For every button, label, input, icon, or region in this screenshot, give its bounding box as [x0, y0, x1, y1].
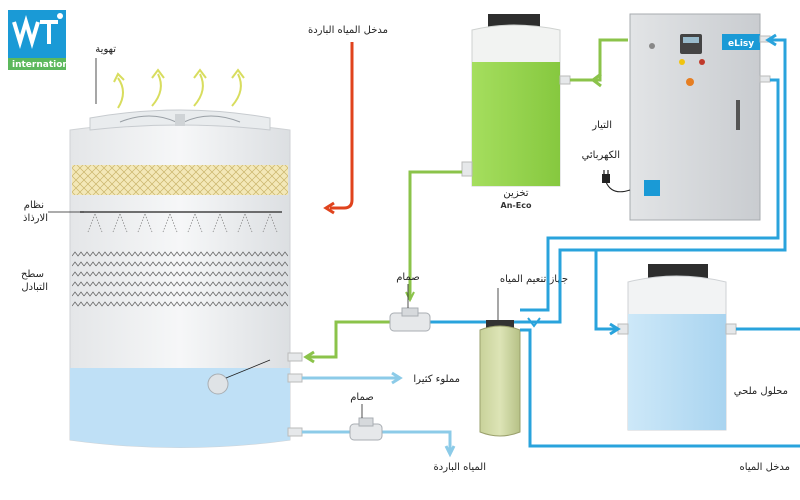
label-brine-solution: محلول ملحي: [734, 386, 788, 397]
brand-name: international: [12, 60, 78, 70]
label-ventilation: تهوية: [95, 44, 116, 55]
cooling-tower: [69, 68, 303, 448]
brine-tank: [617, 264, 737, 431]
label-storage: تخزين: [503, 188, 528, 199]
valve-icon: [349, 417, 383, 441]
blue-pipes: [430, 38, 800, 448]
label-storage-unit: An-Eco: [501, 201, 532, 210]
light-blue-pipes: [302, 376, 452, 452]
controller-brand: eLisy: [728, 39, 754, 49]
label-power-1: التيار: [591, 120, 612, 131]
label-valve-bottom: صمام: [350, 392, 374, 403]
brand-logo: international: [8, 10, 78, 70]
valve-icon: [389, 307, 431, 332]
label-water-inlet: مدخل المياه: [740, 462, 790, 473]
water-softener: [479, 320, 521, 437]
label-cold-water: المياه الباردة: [434, 462, 487, 473]
label-overflow: مملوء كثيرا: [413, 374, 460, 385]
green-pipes: [306, 38, 628, 359]
float-ball-icon: [207, 373, 229, 395]
storage-tank: [461, 14, 571, 187]
label-water-softener: جهاز تنعيم المياه: [500, 274, 568, 285]
fan-icon: [89, 109, 271, 131]
label-spray-system-1: نظام: [24, 200, 44, 211]
label-exchange-surface-1: سطح: [21, 269, 44, 280]
label-power-2: الكهربائي: [582, 150, 620, 161]
ventilation-arrow-icon: [113, 68, 245, 109]
spray-nozzle-icon: [87, 213, 278, 233]
label-spray-system-2: الارذاذ: [23, 213, 48, 224]
label-exchange-surface-2: التبادل: [21, 282, 48, 293]
power-plug-icon: [602, 170, 631, 193]
cold-water-inlet-pipe: [323, 42, 354, 215]
elisy-controller: eLisy: [629, 13, 771, 221]
label-valve-top: صمام: [396, 272, 420, 283]
label-cold-water-inlet: مدخل المياه الباردة: [308, 25, 388, 36]
